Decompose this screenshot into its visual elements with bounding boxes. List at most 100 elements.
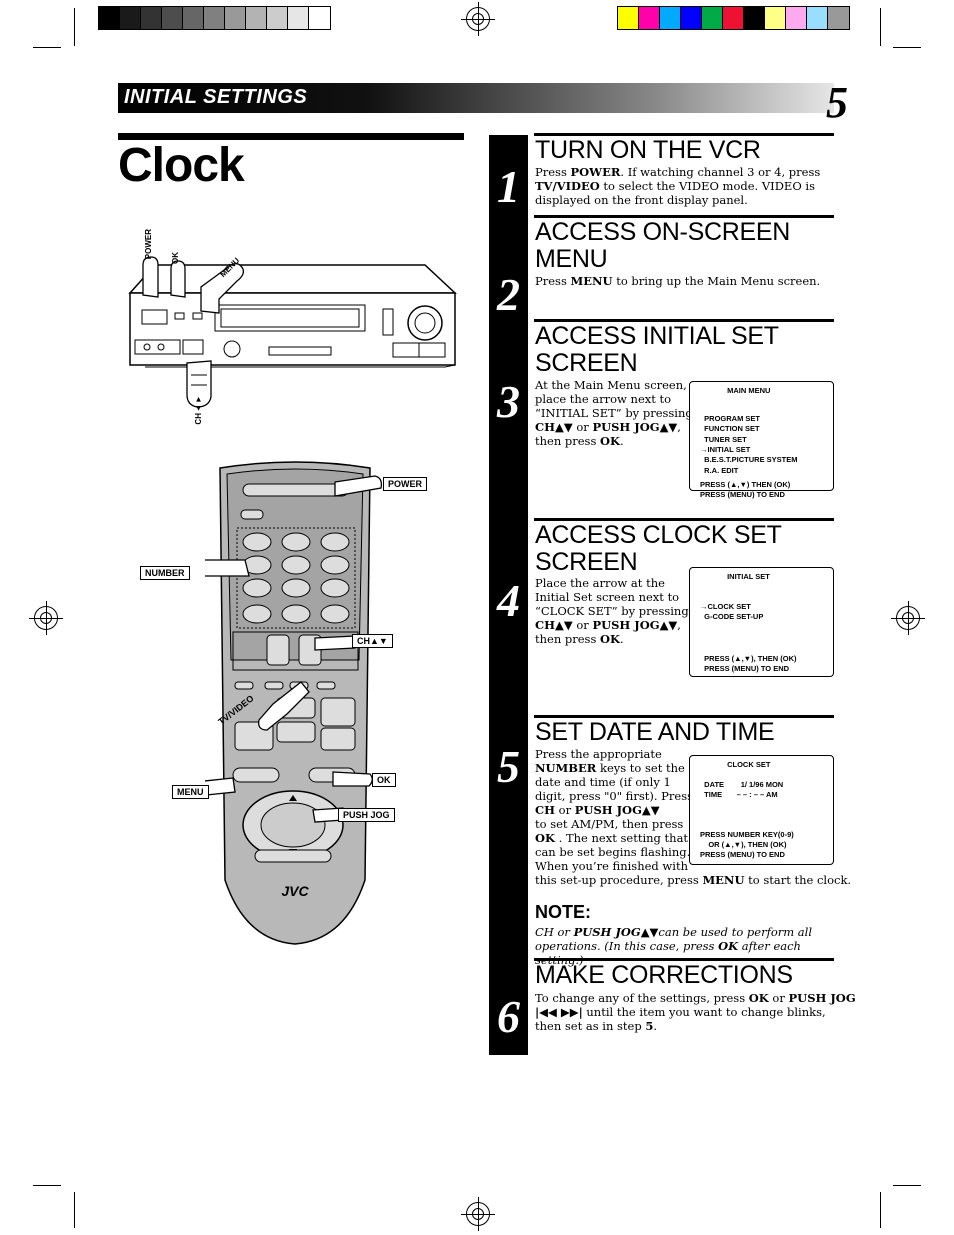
main-menu-screen: MAIN MENU PROGRAM SET FUNCTION SET TUNER… (689, 381, 834, 499)
osd-line: TUNER SET (700, 435, 747, 444)
crop-mark (33, 47, 61, 48)
osd-line: PRESS (MENU) TO END (700, 850, 785, 859)
osd-line: OR (▲,▼), THEN (OK) (700, 840, 787, 849)
step-rule (534, 715, 834, 718)
crop-mark (880, 1192, 881, 1228)
remote-ok-label: OK (372, 773, 396, 787)
calibration-swatch (639, 7, 660, 29)
osd-line: →CLOCK SET (700, 602, 751, 611)
osd-line: B.E.S.T.PICTURE SYSTEM (700, 455, 798, 464)
osd-line: PRESS (▲,▼) THEN (OK) (700, 480, 791, 489)
osd-line: CLOCK SET (700, 760, 771, 769)
note-text: CH or PUSH JOG▲▼can be used to perform a… (535, 925, 813, 967)
calibration-swatch (618, 7, 639, 29)
step-text: Press POWER. If watching channel 3 or 4,… (535, 165, 821, 207)
osd-line: R.A. EDIT (700, 466, 739, 475)
crop-mark (74, 1192, 75, 1228)
osd-line: FUNCTION SET (700, 424, 760, 433)
step-text: Press MENU to bring up the Main Menu scr… (535, 274, 821, 288)
step-number-strip (489, 135, 528, 1055)
initial-set-screen: INITIAL SET →CLOCK SET G-CODE SET-UP PRES… (689, 567, 834, 677)
remote-control-illustration: JVC (205, 461, 383, 945)
step-number: 3 (497, 376, 520, 427)
title-rule (118, 133, 464, 140)
section-title: INITIAL SETTINGS (124, 86, 308, 108)
osd-line: PRESS (▲,▼), THEN (OK) (700, 654, 797, 663)
calibration-swatch (702, 7, 723, 29)
crop-mark (893, 1185, 921, 1186)
grayscale-calibration-bar (98, 6, 331, 30)
osd-line: DATE 1/ 1/96 MON (700, 780, 784, 789)
step-heading: SET DATE AND TIME (535, 718, 775, 746)
registration-mark (461, 2, 495, 36)
calibration-swatch (99, 7, 120, 29)
note-heading: NOTE: (535, 902, 591, 922)
osd-line: →INITIAL SET (700, 445, 751, 454)
calibration-swatch (786, 7, 807, 29)
remote-ch-label: CH▲▼ (352, 634, 393, 648)
remote-number-label: NUMBER (140, 566, 190, 580)
calibration-swatch (288, 7, 309, 29)
osd-line: MAIN MENU (700, 386, 771, 395)
remote-menu-label: MENU (172, 785, 209, 799)
osd-line: INITIAL SET (700, 572, 770, 581)
color-calibration-bar (617, 6, 850, 30)
osd-line: PRESS (MENU) TO END (700, 490, 785, 499)
step-number: 4 (497, 575, 520, 626)
section-header-bar: INITIAL SETTINGS 5 (118, 78, 848, 127)
step-heading: TURN ON THE VCR (535, 136, 761, 164)
vcr-front-panel-illustration (128, 256, 457, 408)
step-number: 6 (497, 991, 520, 1042)
step-rule (534, 319, 834, 322)
step-number: 5 (497, 741, 520, 792)
step-heading: MAKE CORRECTIONS (535, 961, 793, 989)
calibration-swatch (204, 7, 225, 29)
vcr-ch-label: CH▲▼ (194, 395, 203, 425)
step-number: 1 (497, 161, 520, 212)
remote-brand-logo: JVC (281, 883, 309, 899)
step-text: At the Main Menu screen,place the arrow … (535, 378, 693, 448)
crop-mark (33, 1185, 61, 1186)
calibration-swatch (807, 7, 828, 29)
remote-power-label: POWER (383, 477, 428, 491)
calibration-swatch (681, 7, 702, 29)
osd-line: G-CODE SET-UP (700, 612, 764, 621)
clock-set-screen: CLOCK SET DATE 1/ 1/96 MON TIME – – : – … (689, 755, 834, 865)
step-number: 2 (497, 269, 520, 320)
calibration-swatch (309, 7, 330, 29)
osd-line: PRESS NUMBER KEY(0-9) (700, 830, 794, 839)
page-number: 5 (826, 78, 848, 127)
crop-mark (893, 47, 921, 48)
crop-mark (880, 8, 881, 46)
registration-mark (461, 1197, 495, 1231)
step-rule (534, 518, 834, 521)
calibration-swatch (723, 7, 744, 29)
calibration-swatch (225, 7, 246, 29)
step-rule (534, 215, 834, 218)
calibration-swatch (162, 7, 183, 29)
calibration-swatch (267, 7, 288, 29)
calibration-swatch (246, 7, 267, 29)
page-title: Clock (118, 139, 245, 192)
vcr-power-label: POWER (144, 229, 153, 260)
registration-mark (891, 601, 925, 635)
calibration-swatch (183, 7, 204, 29)
crop-mark (74, 8, 75, 46)
calibration-swatch (828, 7, 849, 29)
calibration-swatch (744, 7, 765, 29)
registration-mark (29, 601, 63, 635)
osd-line: PRESS (MENU) TO END (700, 664, 790, 673)
osd-line: TIME – – : – – AM (700, 790, 778, 799)
calibration-swatch (120, 7, 141, 29)
step-text: To change any of the settings, press OK … (535, 991, 856, 1033)
calibration-swatch (765, 7, 786, 29)
step-rule (534, 133, 834, 136)
calibration-swatch (141, 7, 162, 29)
remote-push-jog-label: PUSH JOG (338, 808, 395, 822)
vcr-ok-label: OK (171, 252, 180, 264)
